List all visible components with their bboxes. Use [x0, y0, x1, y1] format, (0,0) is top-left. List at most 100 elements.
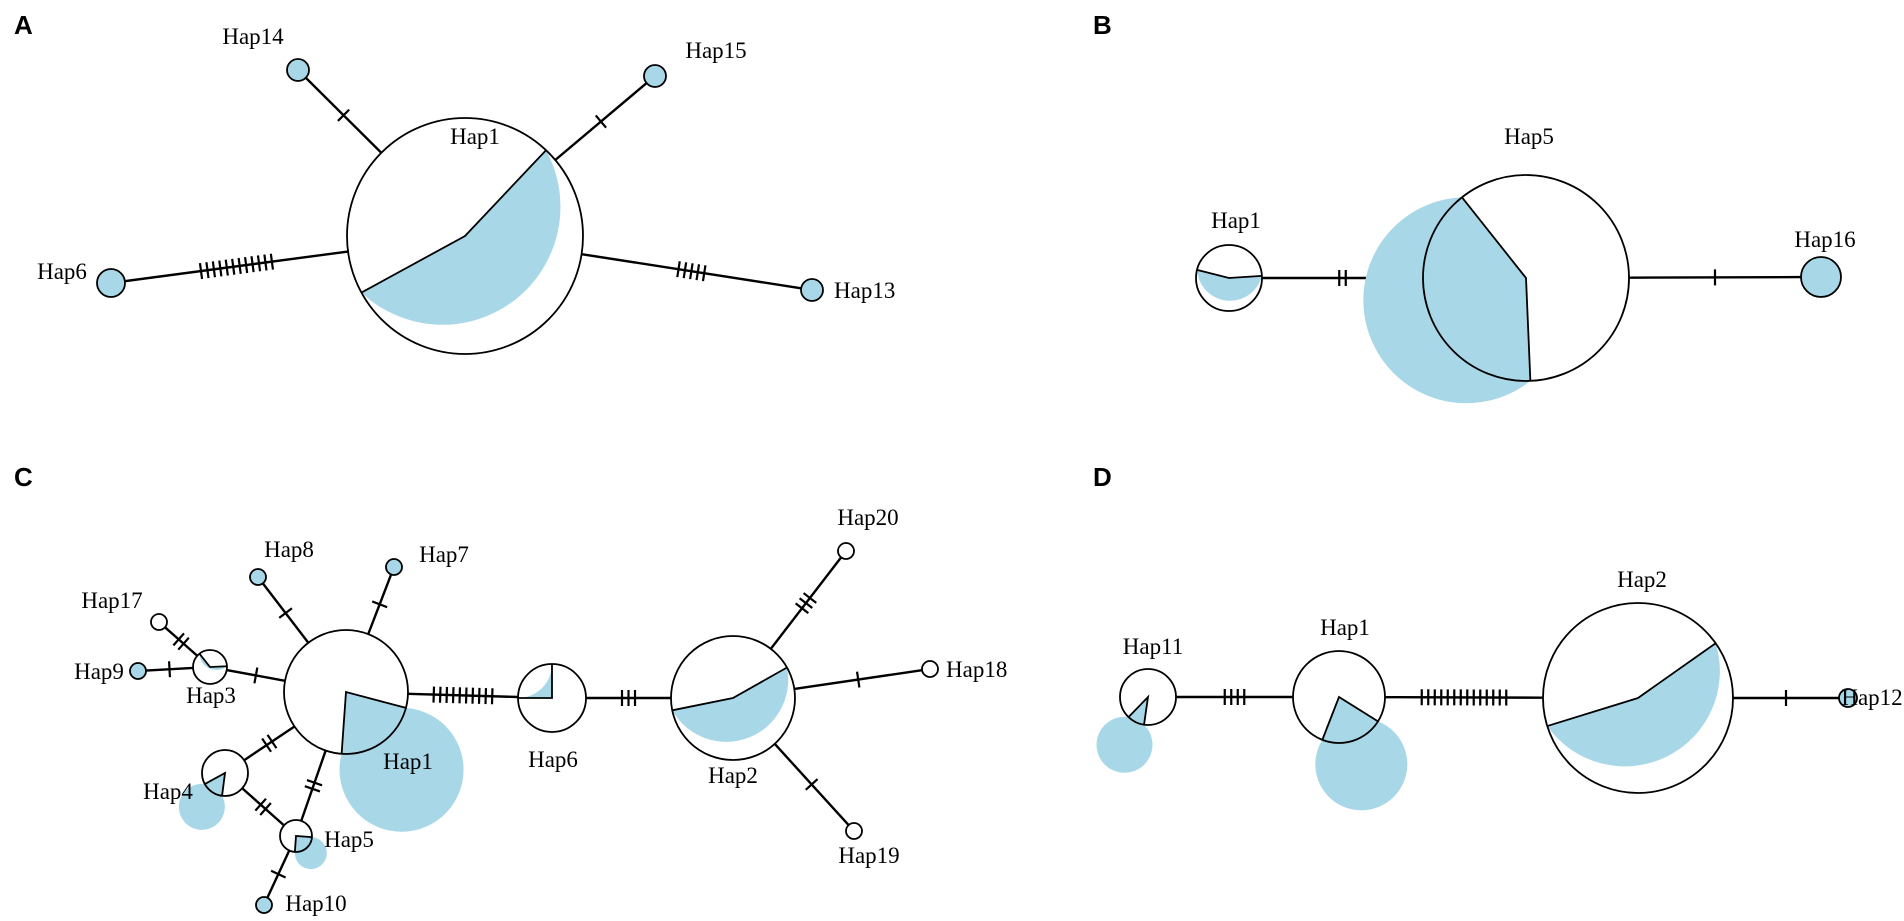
haplotype-label: Hap12 — [1841, 685, 1902, 710]
edge-hap1-hap6 — [407, 692, 519, 699]
haplotype-label: Hap13 — [834, 278, 895, 303]
node-outline — [1119, 668, 1177, 726]
node-outline — [670, 635, 796, 761]
mutation-tick — [237, 257, 242, 274]
haplotype-label: Hap15 — [685, 38, 746, 63]
node-circle — [845, 822, 863, 840]
haplotype-node-hap14: Hap14 — [222, 24, 310, 82]
node-circle — [837, 542, 855, 560]
slice-divider — [204, 771, 227, 796]
node-outline — [346, 117, 584, 355]
mutation-tick — [269, 253, 275, 270]
mutation-tick — [278, 607, 293, 619]
mutation-tick — [371, 600, 388, 609]
haplotype-label: Hap19 — [838, 843, 899, 868]
node-circle — [1800, 256, 1842, 298]
haplotype-label: Hap6 — [37, 259, 87, 284]
haplotype-label: Hap8 — [264, 537, 314, 562]
slice-divider — [361, 149, 547, 294]
mutation-tick — [198, 262, 204, 280]
haplotype-node-hap1: Hap1 — [346, 117, 584, 355]
haplotype-label: Hap1 — [383, 749, 433, 774]
mutation-tick — [855, 671, 861, 688]
node-outline — [201, 749, 249, 797]
mutation-tick — [167, 661, 172, 678]
node-filled-slice — [339, 692, 464, 832]
panel-c: CHap1Hap2Hap3Hap4Hap5Hap6Hap7Hap8Hap9Hap… — [14, 462, 1007, 916]
haplotype-node-hap10: Hap10 — [255, 891, 347, 916]
mutation-tick — [805, 778, 819, 791]
slice-divider — [340, 690, 407, 754]
mutation-tick — [224, 259, 229, 276]
node-circle — [385, 558, 403, 576]
edge-hap4-hap5 — [241, 787, 285, 827]
node-outline — [283, 629, 409, 755]
edges — [145, 556, 923, 899]
node-filled-slice — [1547, 643, 1720, 767]
haplotype-node-hap16: Hap16 — [1794, 227, 1856, 298]
mutation-tick — [172, 632, 185, 647]
haplotype-node-hap1: Hap1 — [283, 629, 464, 832]
haplotype-node-hap11: Hap11 — [1096, 634, 1183, 773]
haplotype-label: Hap3 — [186, 683, 236, 708]
node-outline — [517, 663, 587, 733]
haplotype-node-hap8: Hap8 — [249, 537, 314, 586]
mutation-tick — [218, 260, 223, 277]
haplotype-label: Hap2 — [708, 763, 758, 788]
haplotype-label: Hap1 — [1320, 615, 1370, 640]
mutation-tick — [211, 261, 217, 278]
edges — [1176, 689, 1839, 706]
haplotype-label: Hap14 — [222, 24, 284, 49]
haplotype-node-hap15: Hap15 — [643, 38, 747, 88]
slice-divider — [1461, 196, 1532, 381]
node-filled-slice — [178, 773, 225, 830]
haplotype-node-hap20: Hap20 — [837, 505, 899, 560]
edge-hap5-hap1 — [300, 750, 327, 822]
slice-divider — [293, 835, 313, 853]
panel-letter: C — [14, 462, 33, 492]
node-filled-slice — [294, 836, 327, 870]
panel-letter: D — [1093, 462, 1112, 492]
mutation-tick — [306, 778, 323, 787]
mutation-tick — [263, 254, 268, 271]
node-circle — [129, 662, 147, 680]
mutation-tick — [256, 255, 262, 272]
mutation-tick — [259, 802, 272, 816]
haplotype-label: Hap4 — [143, 779, 193, 804]
node-outline — [1195, 244, 1263, 312]
haplotype-node-hap1: Hap1 — [1292, 615, 1408, 811]
panel-letter: A — [14, 10, 33, 40]
mutation-tick — [253, 667, 259, 684]
node-filled-slice — [1096, 697, 1153, 773]
haplotype-node-hap13: Hap13 — [800, 278, 895, 303]
edge-hap6-hap1 — [124, 250, 349, 283]
haplotype-node-hap7: Hap7 — [385, 542, 469, 576]
mutation-tick — [798, 597, 813, 609]
haplotype-label: Hap1 — [1211, 208, 1261, 233]
haplotype-node-hap19: Hap19 — [838, 822, 900, 868]
haplotype-label: Hap20 — [837, 505, 898, 530]
mutation-tick — [695, 264, 701, 281]
mutation-tick — [676, 261, 681, 278]
slice-divider — [1321, 695, 1379, 741]
slice-divider — [1127, 694, 1150, 725]
node-outline — [1292, 650, 1386, 744]
mutation-tick — [231, 258, 236, 275]
haplotype-label: Hap2 — [1617, 567, 1667, 592]
node-circle — [150, 613, 168, 631]
mutation-tick — [250, 256, 255, 273]
node-filled-slice — [1315, 697, 1408, 811]
haplotype-node-hap18: Hap18 — [921, 657, 1007, 682]
mutation-tick — [701, 265, 707, 282]
mutation-tick — [337, 108, 350, 122]
haplotype-node-hap5: Hap5 — [279, 819, 374, 870]
mutation-tick — [261, 737, 272, 753]
node-circle — [96, 268, 126, 298]
node-outline — [1422, 174, 1630, 382]
haplotype-node-hap3: Hap3 — [186, 649, 236, 708]
slice-divider — [1196, 268, 1262, 279]
haplotype-label: Hap18 — [946, 657, 1007, 682]
mutation-tick — [304, 785, 321, 793]
